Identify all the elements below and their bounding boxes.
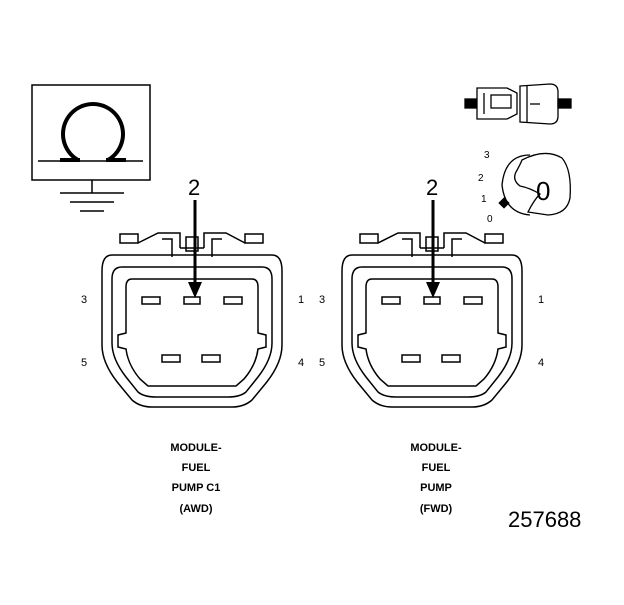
svg-text:(FWD): (FWD) [420, 503, 453, 515]
pin-number-4: 4 [298, 357, 304, 369]
selector-value: 0 [536, 176, 550, 206]
svg-text:(AWD): (AWD) [180, 503, 213, 515]
inline-connector-icon [464, 83, 572, 125]
svg-text:MODULE-: MODULE- [410, 442, 462, 454]
pin-number-1: 1 [298, 294, 304, 306]
pin-number-4: 4 [538, 357, 544, 369]
figure-number: 257688 [508, 507, 581, 532]
pin-number-3: 3 [319, 294, 325, 306]
selector-scale-label: 0 [487, 214, 493, 225]
pin-callout: 2 [188, 175, 200, 200]
callout-arrow [426, 200, 440, 298]
connector-face [101, 232, 283, 408]
pin-number-5: 5 [319, 357, 325, 369]
selector-scale-label: 3 [484, 150, 490, 161]
connector-caption: MODULE- FUEL PUMP (FWD) [410, 442, 462, 515]
svg-text:PUMP: PUMP [420, 482, 452, 494]
svg-text:FUEL: FUEL [422, 462, 451, 474]
pin-number-1: 1 [538, 294, 544, 306]
selector-scale-label: 2 [478, 173, 484, 184]
ohm-symbol-box [31, 84, 151, 181]
svg-text:PUMP C1: PUMP C1 [172, 482, 221, 494]
selector-scale-label: 1 [481, 194, 487, 205]
connector-awd: 2 3 1 5 4 MODULE- FUEL PUMP C1 (AWD) [81, 175, 304, 515]
ohm-icon [61, 102, 125, 162]
svg-text:FUEL: FUEL [182, 462, 211, 474]
rotary-selector-icon: 3 2 1 0 0 [478, 150, 571, 225]
connector-fwd: 2 3 1 5 4 MODULE- FUEL PUMP (FWD) [319, 175, 544, 515]
ohm-ground-symbol [31, 84, 151, 212]
pin-number-5: 5 [81, 357, 87, 369]
connector-caption: MODULE- FUEL PUMP C1 (AWD) [170, 442, 222, 515]
pin-callout: 2 [426, 175, 438, 200]
callout-arrow [188, 200, 202, 298]
pin-number-3: 3 [81, 294, 87, 306]
svg-text:MODULE-: MODULE- [170, 442, 222, 454]
